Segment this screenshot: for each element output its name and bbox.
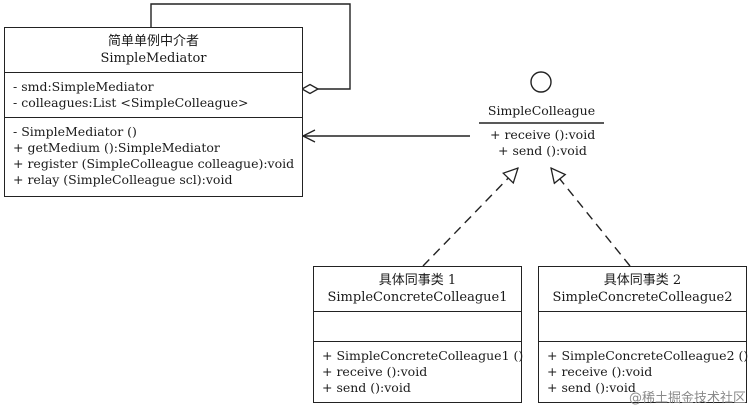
mediator-title-cn: 简单单例中介者 (107, 34, 199, 49)
colleague-interface-operations: + receive ():void + send ():void (490, 127, 595, 159)
mediator-operation: + register (SimpleColleague colleague):v… (13, 156, 295, 171)
mediator-title: SimpleMediator (100, 51, 207, 66)
mediator-class-box: 简单单例中介者 SimpleMediator - smd:SimpleMedia… (4, 27, 303, 197)
concrete-colleague1-title-cn: 具体同事类 1 (378, 273, 457, 288)
mediator-operations-section: - SimpleMediator () + getMedium ():Simpl… (5, 118, 302, 191)
concrete-colleague1-title: SimpleConcreteColleague1 (327, 290, 508, 305)
realization-arrow-1 (422, 168, 518, 267)
concrete-colleague2-title: SimpleConcreteColleague2 (552, 290, 733, 305)
concrete-colleague2-attributes-section (539, 312, 746, 342)
concrete-colleague1-operation: + send ():void (322, 380, 411, 395)
concrete-colleague1-attributes-section (314, 312, 521, 342)
watermark: @稀土掘金技术社区 (628, 391, 746, 406)
mediator-operation: + relay (SimpleColleague scl):void (13, 172, 233, 187)
mediator-operation: - SimpleMediator () (13, 124, 137, 139)
mediator-attributes-section: - smd:SimpleMediator - colleagues:List <… (5, 73, 302, 118)
colleague-interface-operation: + receive ():void (490, 127, 596, 142)
colleague-interface-operation: + send ():void (498, 143, 587, 158)
concrete-colleague2-operation: + receive ():void (547, 364, 653, 379)
mediator-attribute: - colleagues:List <SimpleColleague> (13, 95, 249, 110)
concrete-colleague2-name-section: 具体同事类 2 SimpleConcreteColleague2 (539, 267, 746, 312)
concrete-colleague1-name-section: 具体同事类 1 SimpleConcreteColleague1 (314, 267, 521, 312)
mediator-attribute: - smd:SimpleMediator (13, 79, 154, 94)
concrete-colleague1-operations-section: + SimpleConcreteColleague1 () + receive … (314, 342, 524, 399)
realization-arrow-2 (551, 168, 631, 267)
concrete-colleague2-operations-section: + SimpleConcreteColleague2 () + receive … (539, 342, 749, 399)
concrete-colleague1-operation: + receive ():void (322, 364, 428, 379)
interface-circle-icon (530, 71, 552, 93)
concrete-colleague1-box: 具体同事类 1 SimpleConcreteColleague1 + Simpl… (313, 266, 524, 403)
aggregation-diamond (300, 83, 320, 95)
concrete-colleague2-operation: + SimpleConcreteColleague2 () (547, 348, 749, 363)
concrete-colleague2-box: 具体同事类 2 SimpleConcreteColleague2 + Simpl… (538, 266, 749, 403)
mediator-name-section: 简单单例中介者 SimpleMediator (5, 28, 302, 73)
self-association-line (150, 3, 351, 90)
mediator-operation: + getMedium ():SimpleMediator (13, 140, 220, 155)
colleague-interface-title: SimpleColleague (487, 103, 596, 118)
concrete-colleague2-operation: + send ():void (547, 380, 636, 395)
concrete-colleague1-operation: + SimpleConcreteColleague1 () (322, 348, 524, 363)
concrete-colleague2-title-cn: 具体同事类 2 (603, 273, 682, 288)
